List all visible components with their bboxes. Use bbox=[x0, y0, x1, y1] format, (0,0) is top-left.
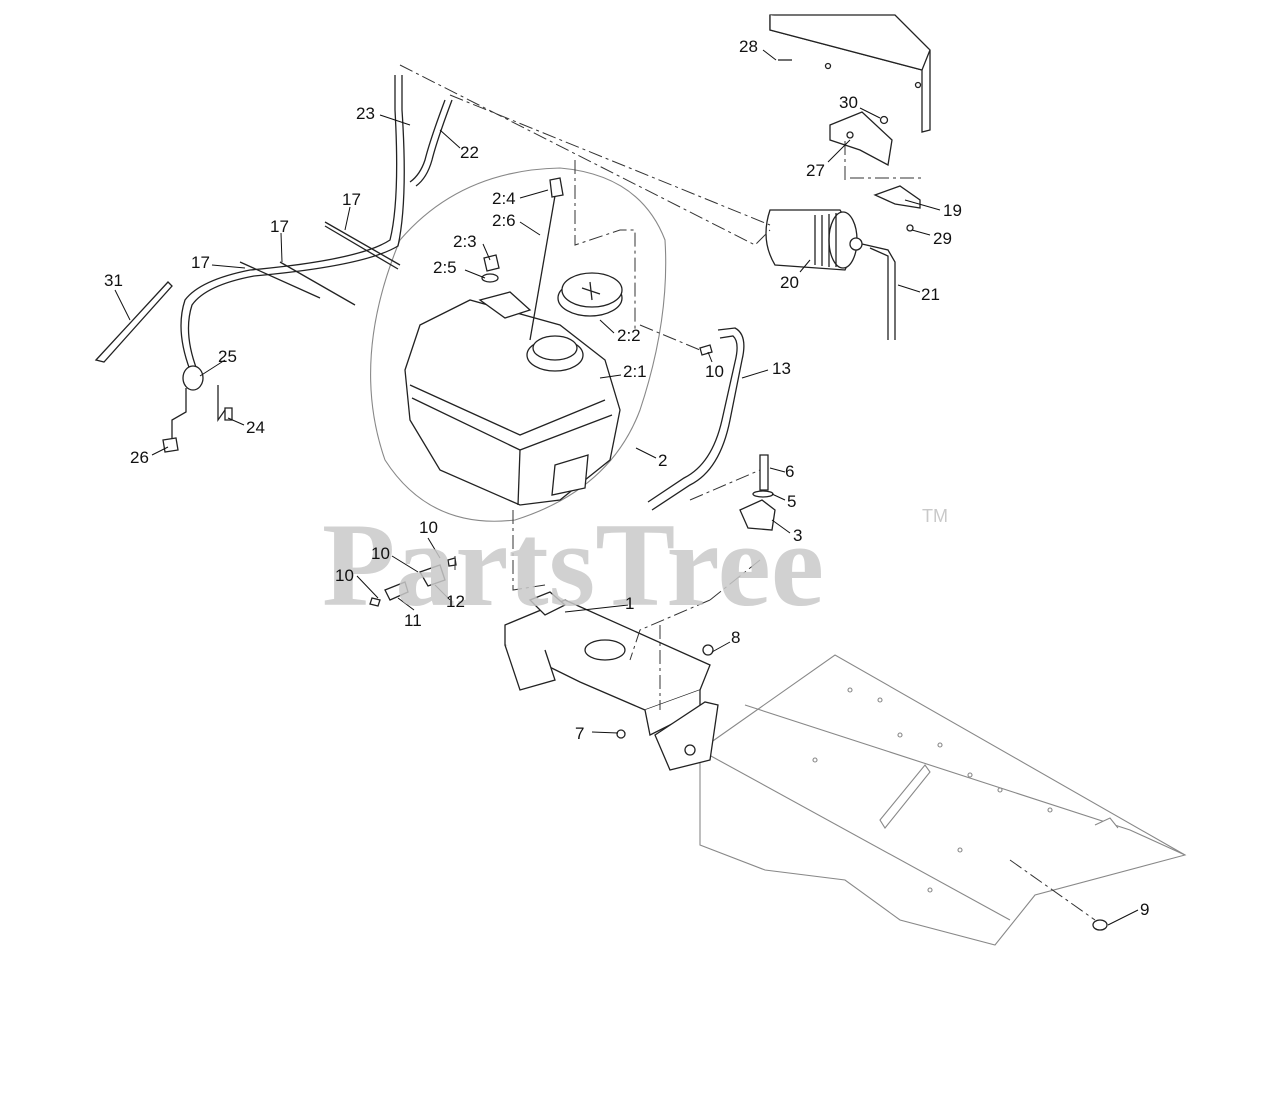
callout-10-a: 10 bbox=[419, 518, 438, 537]
callout-21: 21 bbox=[921, 285, 940, 304]
bracket-27 bbox=[829, 111, 893, 167]
callout-26: 26 bbox=[130, 448, 149, 467]
callout-22: 22 bbox=[460, 143, 479, 162]
tank-bracket bbox=[504, 591, 719, 771]
cable-ties bbox=[94, 221, 401, 363]
callout-10-d: 10 bbox=[705, 362, 724, 381]
callout-19: 19 bbox=[943, 201, 962, 220]
callout-2-3: 2:3 bbox=[453, 232, 477, 251]
shutoff-valve bbox=[162, 365, 233, 453]
callout-30: 30 bbox=[839, 93, 858, 112]
callout-2-5: 2:5 bbox=[433, 258, 457, 277]
callout-7: 7 bbox=[575, 724, 584, 743]
callout-8: 8 bbox=[731, 628, 740, 647]
fuel-tank bbox=[404, 291, 621, 506]
callout-20: 20 bbox=[780, 273, 799, 292]
callout-2-1: 2:1 bbox=[623, 362, 647, 381]
callout-2-4: 2:4 bbox=[492, 189, 516, 208]
callout-1: 1 bbox=[625, 594, 634, 613]
fittings bbox=[369, 344, 713, 607]
callout-24: 24 bbox=[246, 418, 265, 437]
callout-10-b: 10 bbox=[371, 544, 390, 563]
assembly-lines bbox=[399, 64, 1096, 921]
callout-11: 11 bbox=[404, 611, 422, 630]
watermark-text: PartsTree bbox=[322, 498, 824, 631]
callout-25: 25 bbox=[218, 347, 237, 366]
callout-2: 2 bbox=[658, 451, 667, 470]
fuel-gauge-rod bbox=[529, 177, 564, 341]
callout-31: 31 bbox=[104, 271, 123, 290]
callout-17-b: 17 bbox=[270, 217, 289, 236]
callout-5: 5 bbox=[787, 492, 796, 511]
watermark-trademark: TM bbox=[922, 506, 948, 526]
bracket-19 bbox=[873, 185, 921, 232]
callout-13: 13 bbox=[772, 359, 791, 378]
callout-28: 28 bbox=[739, 37, 758, 56]
callout-3: 3 bbox=[793, 526, 802, 545]
leader-lines bbox=[114, 49, 1139, 926]
callout-2-6: 2:6 bbox=[492, 211, 516, 230]
callout-labels: 28 30 27 19 29 20 21 23 22 2:4 2:6 2:3 2… bbox=[104, 37, 1149, 919]
heat-shield bbox=[769, 14, 931, 133]
mount-hardware bbox=[739, 454, 776, 531]
fuel-cap bbox=[557, 272, 623, 317]
callout-17-c: 17 bbox=[191, 253, 210, 272]
callout-17-a: 17 bbox=[342, 190, 361, 209]
callout-2-2: 2:2 bbox=[617, 326, 641, 345]
hoses-upper bbox=[180, 75, 453, 371]
callout-29: 29 bbox=[933, 229, 952, 248]
nut-9 bbox=[1092, 919, 1108, 931]
hose-13 bbox=[647, 327, 745, 511]
callout-27: 27 bbox=[806, 161, 825, 180]
callout-10-c: 10 bbox=[335, 566, 354, 585]
callout-23: 23 bbox=[356, 104, 375, 123]
chassis-frame bbox=[699, 654, 1187, 946]
grommets bbox=[481, 254, 500, 283]
callout-9: 9 bbox=[1140, 900, 1149, 919]
callout-12: 12 bbox=[446, 592, 465, 611]
charcoal-canister bbox=[765, 209, 896, 340]
callout-6: 6 bbox=[785, 462, 794, 481]
